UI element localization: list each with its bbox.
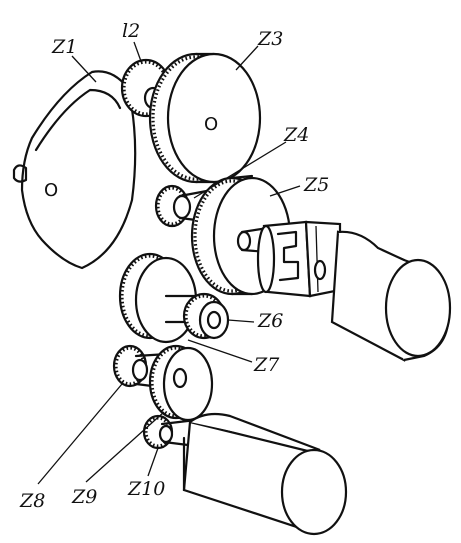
gear-z9 <box>148 344 214 422</box>
label-z9: Z9 <box>72 486 98 508</box>
cam-hole-mark: O <box>44 180 58 201</box>
lower-motor <box>182 412 348 536</box>
gear-z6 <box>182 292 230 340</box>
label-z4: Z4 <box>284 124 310 146</box>
label-z3: Z3 <box>258 28 284 50</box>
label-z8: Z8 <box>20 490 46 512</box>
gear-z8 <box>112 344 170 390</box>
label-l2: l2 <box>122 20 141 42</box>
upper-motor <box>313 230 452 362</box>
label-z10: Z10 <box>128 478 166 500</box>
shaft-coupling <box>256 220 342 298</box>
label-z7: Z7 <box>254 354 280 376</box>
cam-plate-z1: O <box>12 70 137 270</box>
gear-z3: O <box>148 52 262 184</box>
label-z5: Z5 <box>304 174 330 196</box>
gear-z7 <box>118 252 198 344</box>
gear-z3-hole-mark: O <box>204 114 218 135</box>
label-z1: Z1 <box>52 36 78 58</box>
leader-lines <box>37 41 301 485</box>
label-z6: Z6 <box>258 310 284 332</box>
